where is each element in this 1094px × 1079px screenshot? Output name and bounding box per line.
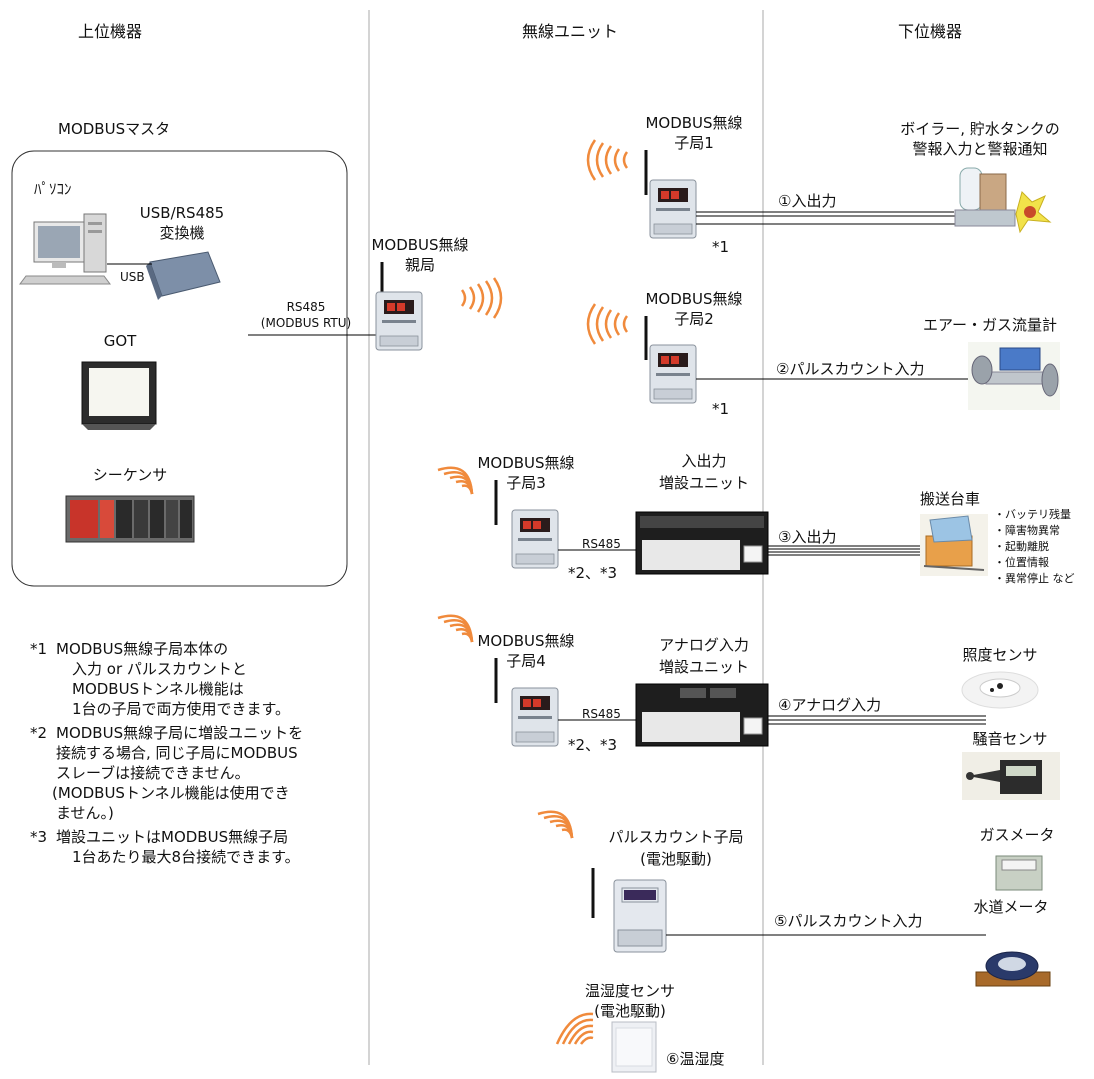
note1-line4: 1台の子局で両方使用できます。 (72, 700, 291, 718)
flowmeter-label: エアー・ガス流量計 (922, 316, 1058, 334)
parent-waves (460, 277, 503, 319)
parent-label-2: 親局 (404, 256, 435, 274)
got-icon (81, 361, 157, 430)
gas-meter-icon (995, 855, 1043, 891)
plc-label: シーケンサ (92, 466, 168, 484)
child4-note: *2、*3 (568, 736, 618, 754)
child2-label-2: 子局2 (674, 310, 714, 328)
note1-line2: 入力 or パルスカウントと (72, 660, 247, 678)
child2-waves (586, 303, 629, 345)
io-expansion-label-2: 増設ユニット (658, 474, 749, 492)
note1-line3: MODBUSトンネル機能は (72, 680, 244, 698)
temp-link-label: ⑥温湿度 (666, 1050, 725, 1068)
child4-label-2: 子局4 (506, 652, 546, 670)
cart-item-3: ・起動離脱 (994, 540, 1049, 553)
header-lower: 下位機器 (897, 22, 962, 41)
analog-expansion-label-1: アナログ入力 (659, 636, 749, 654)
water-meter-icon (975, 951, 1051, 987)
water-meter-label: 水道メータ (973, 898, 1049, 916)
header-wireless: 無線ユニット (521, 22, 618, 41)
pc-label: ﾊﾟｿｺﾝ (34, 180, 72, 198)
converter-label-1: USB/RS485 (139, 204, 225, 222)
converter-label-2: 変換機 (159, 224, 205, 242)
boiler-icon (954, 167, 1052, 234)
flowmeter-icon (968, 342, 1060, 410)
note2-line2: 接続する場合, 同じ子局にMODBUS (56, 744, 298, 762)
temp-sensor-label-1: 温湿度センサ (584, 982, 675, 1000)
cart-item-2: ・障害物異常 (994, 524, 1060, 537)
cart-item-5: ・異常停止 など (994, 572, 1075, 585)
analog-expansion-icon (635, 683, 769, 747)
child1-link-label: ①入出力 (778, 192, 837, 210)
temp-sensor-label-2: (電池駆動) (594, 1002, 666, 1020)
note3-mark: *3 (30, 828, 48, 846)
child2-label-1: MODBUS無線 (645, 290, 743, 308)
child1-label-2: 子局1 (674, 134, 714, 152)
note1-mark: *1 (30, 640, 48, 658)
header-upper: 上位機器 (77, 22, 142, 41)
child3-note: *2、*3 (568, 564, 618, 582)
gas-meter-label: ガスメータ (979, 826, 1055, 844)
pulse-link-label: ⑤パルスカウント入力 (774, 912, 923, 930)
rs485-label: RS485 (286, 300, 326, 314)
child1-unit (649, 179, 697, 239)
converter-icon (146, 251, 221, 300)
child4-label-1: MODBUS無線 (477, 632, 575, 650)
child3-rs485-label: RS485 (582, 537, 621, 551)
note2-line3: スレーブは接続できません。 (56, 764, 250, 782)
pulse-unit-waves (537, 810, 574, 839)
child3-link-label: ③入出力 (778, 528, 837, 546)
parent-unit (375, 291, 423, 351)
child3-label-2: 子局3 (506, 474, 546, 492)
child4-unit (511, 687, 559, 747)
illuminance-sensor-icon (961, 671, 1039, 709)
child1-waves (586, 139, 629, 181)
noise-label: 騒音センサ (972, 730, 1048, 748)
temp-sensor-device (611, 1021, 657, 1073)
note2-line5: ません。) (56, 804, 114, 822)
temp-sensor-waves (555, 1012, 594, 1045)
pc-icon (19, 213, 111, 285)
illuminance-label: 照度センサ (962, 646, 1038, 664)
noise-sensor-icon (962, 752, 1060, 800)
child2-note: *1 (712, 400, 730, 418)
cart-icon (920, 514, 988, 576)
analog-expansion-label-2: 増設ユニット (658, 658, 749, 676)
child1-note: *1 (712, 238, 730, 256)
child4-link-label: ④アナログ入力 (778, 696, 882, 714)
cart-item-1: ・バッテリ残量 (994, 508, 1071, 521)
note2-line4: (MODBUSトンネル機能は使用でき (52, 784, 290, 802)
child4-waves (437, 614, 474, 643)
boiler-label-2: 警報入力と警報通知 (912, 140, 1048, 158)
child4-rs485-label: RS485 (582, 707, 621, 721)
child2-link-label: ②パルスカウント入力 (776, 360, 925, 378)
io-expansion-label-1: 入出力 (681, 452, 727, 470)
io-expansion-icon (635, 511, 769, 575)
usb-label: USB (120, 270, 145, 284)
child3-label-1: MODBUS無線 (477, 454, 575, 472)
modbus-rtu-label: (MODBUS RTU) (260, 316, 352, 330)
child3-waves (437, 466, 474, 495)
parent-label-1: MODBUS無線 (371, 236, 469, 254)
cart-label: 搬送台車 (920, 490, 981, 508)
plc-icon (65, 495, 195, 543)
pulse-unit-label-1: パルスカウント子局 (608, 828, 744, 846)
note3-line2: 1台あたり最大8台接続できます。 (72, 848, 300, 866)
boiler-label-1: ボイラー, 貯水タンクの (900, 120, 1060, 138)
master-title: MODBUSマスタ (58, 120, 171, 138)
note2-line1: MODBUS無線子局に増設ユニットを (56, 724, 304, 742)
note1-line1: MODBUS無線子局本体の (56, 640, 229, 658)
pulse-unit-label-2: (電池駆動) (640, 850, 712, 868)
got-label: GOT (103, 332, 137, 350)
child3-unit (511, 509, 559, 569)
note2-mark: *2 (30, 724, 48, 742)
pulse-unit-device (613, 879, 667, 953)
cart-item-4: ・位置情報 (994, 556, 1049, 569)
note3-line1: 増設ユニットはMODBUS無線子局 (56, 828, 289, 846)
child1-label-1: MODBUS無線 (645, 114, 743, 132)
child2-unit (649, 344, 697, 404)
